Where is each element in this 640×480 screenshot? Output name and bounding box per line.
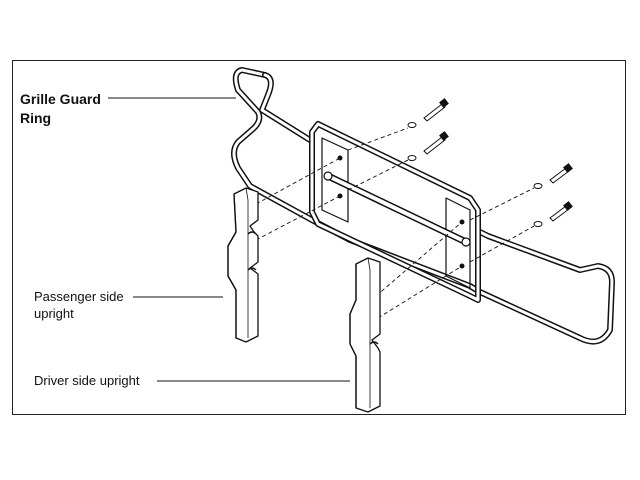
passenger-upright-label-line2: upright [34, 306, 74, 321]
bolt-2 [407, 131, 449, 161]
driver-upright-label: Driver side upright [34, 373, 140, 388]
grille-guard-ring [231, 67, 615, 345]
bolt-1 [407, 98, 449, 128]
driver-side-upright [349, 257, 381, 413]
bolt-4 [533, 201, 573, 227]
passenger-upright-label: Passenger side [34, 289, 124, 304]
grille-guard-label: Grille Guard [20, 91, 101, 107]
bolt-3 [533, 163, 573, 189]
hardware [407, 98, 573, 227]
alignment-lines [255, 127, 535, 319]
ring-label: Ring [20, 110, 52, 126]
center-frame [309, 121, 481, 303]
passenger-side-upright [227, 187, 259, 343]
diagram-frame [12, 60, 626, 415]
